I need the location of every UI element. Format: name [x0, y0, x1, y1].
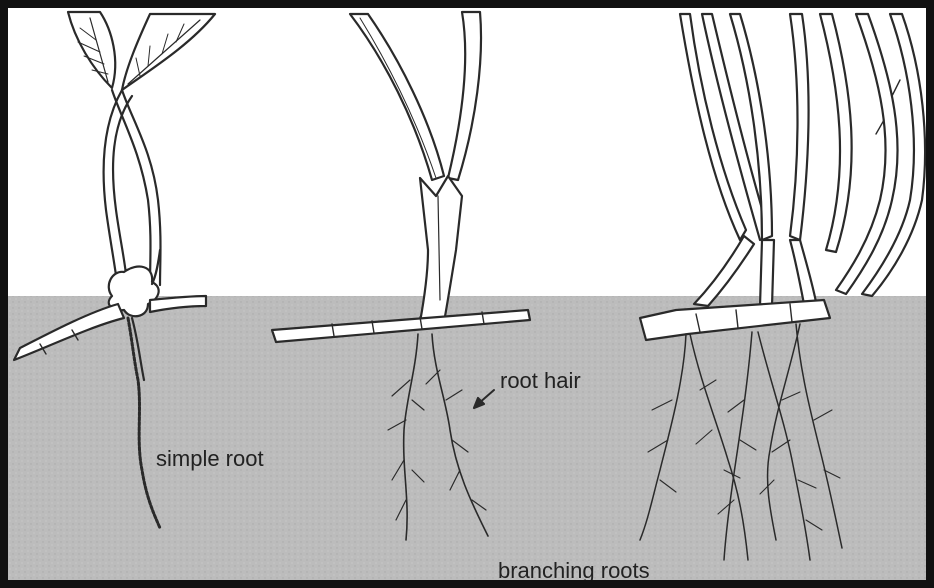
- stem-base-center: [760, 240, 774, 306]
- label-simple-root: simple root: [156, 446, 264, 471]
- soil-area: [8, 296, 926, 580]
- label-root-hair: root hair: [500, 368, 581, 393]
- label-branching-roots: branching roots: [498, 558, 650, 583]
